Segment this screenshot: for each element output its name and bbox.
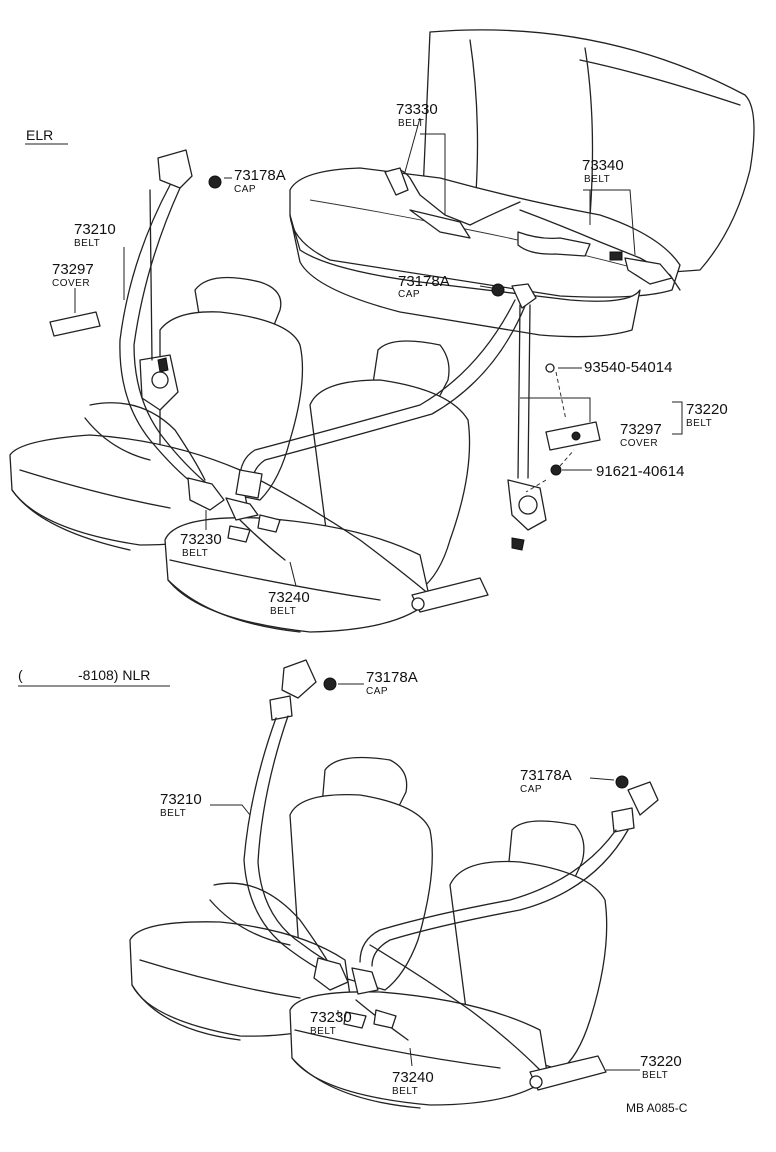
part-name-73178a-2: CAP bbox=[398, 289, 420, 300]
buckle-73240-strap bbox=[239, 519, 286, 561]
part-name-73330: BELT bbox=[398, 118, 424, 129]
front-right-seat bbox=[164, 340, 471, 633]
front-right-seat-nlr bbox=[289, 820, 608, 1109]
part-name-73240-1: BELT bbox=[270, 606, 296, 617]
cover-73297-left bbox=[49, 311, 101, 337]
cap-73178a-2 bbox=[491, 283, 505, 297]
cap-73178a-3 bbox=[323, 677, 337, 691]
cover-screw-icon bbox=[571, 431, 581, 441]
part-number-73240-1: 73240 bbox=[268, 589, 310, 606]
rear-bench-seat bbox=[289, 29, 755, 338]
section-label-elr: ELR bbox=[26, 127, 53, 143]
part-number-73178a-4: 73178A bbox=[520, 767, 572, 784]
belt-73210-elr bbox=[84, 149, 259, 521]
part-number-73297-2: 73297 bbox=[620, 421, 662, 438]
buckle-73240-nlr bbox=[373, 1009, 397, 1029]
buckle-73230-nlr bbox=[343, 1011, 367, 1029]
part-number-73230-2: 73230 bbox=[310, 1009, 352, 1026]
part-number-73297-1: 73297 bbox=[52, 261, 94, 278]
front-left-seat bbox=[9, 276, 304, 551]
diagram-reference-code: MB A085-C bbox=[626, 1101, 688, 1115]
part-number-73240-2: 73240 bbox=[392, 1069, 434, 1086]
belt-73220-elr bbox=[235, 283, 547, 613]
part-number-73210-1: 73210 bbox=[74, 221, 116, 238]
part-name-73178a-4: CAP bbox=[520, 784, 542, 795]
belt-73210-nlr bbox=[209, 659, 379, 995]
part-number-73178a-1: 73178A bbox=[234, 167, 286, 184]
part-name-73220-2: BELT bbox=[642, 1070, 668, 1081]
cap-73178a-4 bbox=[615, 775, 629, 789]
part-name-73230-2: BELT bbox=[310, 1026, 336, 1037]
elr-section: ELR 73330 BELT 73340 BELT 73178A CAP 731… bbox=[9, 29, 755, 633]
part-number-73178a-2: 73178A bbox=[398, 273, 450, 290]
part-name-73297-2: COVER bbox=[620, 438, 658, 449]
part-number-73178a-3: 73178A bbox=[366, 669, 418, 686]
part-name-73210-1: BELT bbox=[74, 238, 100, 249]
buckle-73230 bbox=[227, 525, 251, 543]
part-number-73230-1: 73230 bbox=[180, 531, 222, 548]
cap-73178a-1 bbox=[208, 175, 222, 189]
bolt-93540-icon bbox=[545, 363, 555, 373]
part-name-73297-1: COVER bbox=[52, 278, 90, 289]
part-number-73210-2: 73210 bbox=[160, 791, 202, 808]
part-number-91621: 91621-40614 bbox=[596, 463, 684, 480]
part-name-73210-2: BELT bbox=[160, 808, 186, 819]
part-name-73240-2: BELT bbox=[392, 1086, 418, 1097]
part-name-73220-1: BELT bbox=[686, 418, 712, 429]
part-name-73178a-3: CAP bbox=[366, 686, 388, 697]
nlr-section: ( -8108) NLR 73178A CAP 73178A CAP 73210… bbox=[18, 659, 688, 1115]
part-number-73220-2: 73220 bbox=[640, 1053, 682, 1070]
buckle-73240 bbox=[257, 514, 281, 533]
part-number-73330: 73330 bbox=[396, 101, 438, 118]
section-label-nlr: -8108) NLR bbox=[78, 667, 150, 683]
part-number-93540: 93540-54014 bbox=[584, 359, 672, 376]
part-name-73230-1: BELT bbox=[182, 548, 208, 559]
part-name-73178a-1: CAP bbox=[234, 184, 256, 195]
part-number-73340: 73340 bbox=[582, 157, 624, 174]
part-number-73220-1: 73220 bbox=[686, 401, 728, 418]
belt-73220-nlr bbox=[359, 781, 659, 1091]
section-label-bracket: ( bbox=[18, 667, 23, 683]
bolt-91621-icon bbox=[550, 464, 562, 476]
part-name-73340: BELT bbox=[584, 174, 610, 185]
